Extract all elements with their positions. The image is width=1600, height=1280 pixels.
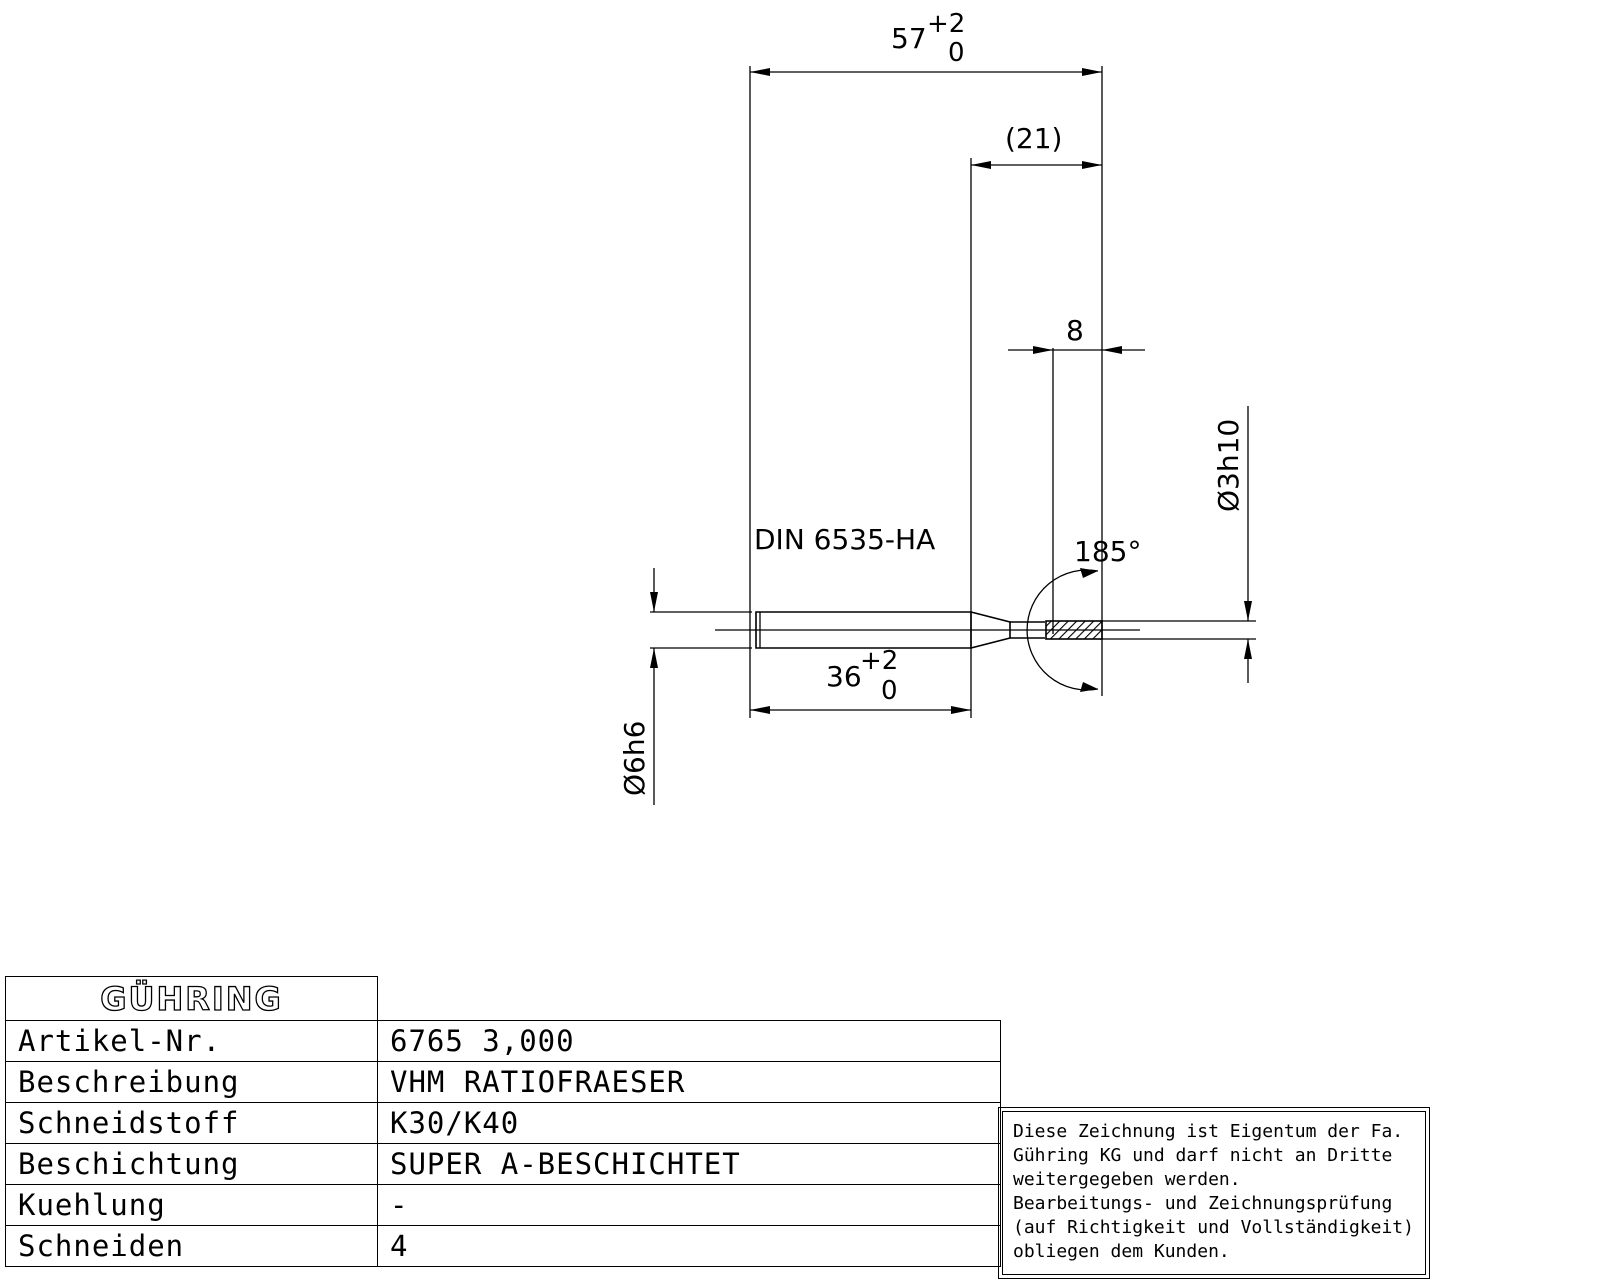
dim-cut-diameter: Ø3h10 [1212,419,1245,512]
row-label: Kuehlung [5,1184,378,1226]
arrow-cut-right [1102,346,1122,354]
arrow-angle-bottom [1080,682,1098,692]
title-block-row: Schneiden 4 [5,1225,1001,1267]
title-block-row: Artikel-Nr. 6765 3,000 [5,1020,1001,1062]
dim-cut-length: 8 [1066,314,1084,347]
row-value: 4 [377,1225,1001,1267]
arrow-neck-left [971,161,991,169]
row-value: 6765 3,000 [377,1020,1001,1062]
neck-taper [970,611,1011,649]
logo-cell: GÜHRING [5,976,378,1021]
notice-line: obliegen dem Kunden. [1013,1241,1230,1262]
arrow-neck-right [1082,161,1102,169]
row-value: VHM RATIOFRAESER [377,1061,1001,1103]
title-block: GÜHRING Artikel-Nr. 6765 3,000 Beschreib… [5,976,1001,1267]
row-label: Beschreibung [5,1061,378,1103]
notice-line: Diese Zeichnung ist Eigentum der Fa. [1013,1121,1404,1142]
arrow-angle-top [1080,568,1098,578]
title-block-row: Beschichtung SUPER A-BESCHICHTET [5,1143,1001,1185]
row-value: K30/K40 [377,1102,1001,1144]
row-value: - [377,1184,1001,1226]
dim-tip-angle: 185° [1074,535,1141,568]
arrow-cut-dia-bottom [1244,639,1252,659]
dim-overall-length: 57 [891,22,927,55]
cutting-flutes [1045,620,1103,640]
row-label: Artikel-Nr. [5,1020,378,1062]
dim-shank-length: 36 [826,660,862,693]
dim-shank-tol-lower: 0 [881,676,898,706]
dim-overall-tol-lower: 0 [948,38,965,68]
notice-line: Gühring KG und darf nicht an Dritte [1013,1145,1393,1166]
arrow-cut-left [1033,346,1053,354]
arrow-shank-dia-bottom [650,648,658,668]
notice-line: Bearbeitungs- und Zeichnungsprüfung [1013,1193,1393,1214]
arrow-overall-left [750,68,770,76]
row-label: Schneidstoff [5,1102,378,1144]
row-label: Beschichtung [5,1143,378,1185]
standard-label: DIN 6535-HA [754,523,935,556]
arrow-shank-right [951,706,971,714]
dim-shank-diameter: Ø6h6 [618,721,651,796]
title-block-logo-row: GÜHRING [5,976,1001,1021]
row-value: SUPER A-BESCHICHTET [377,1143,1001,1185]
notice-line: (auf Richtigkeit und Vollständigkeit) [1013,1217,1414,1238]
arrow-shank-dia-top [650,592,658,612]
dim-shank-tol-upper: +2 [860,646,898,676]
guehring-logo: GÜHRING [100,979,283,1018]
arrow-overall-right [1082,68,1102,76]
logo-spacer [378,977,1001,1021]
copyright-notice-box: Diese Zeichnung ist Eigentum der Fa. Güh… [998,1107,1430,1279]
title-block-row: Kuehlung - [5,1184,1001,1226]
dim-neck-length: (21) [1005,122,1062,155]
title-block-row: Beschreibung VHM RATIOFRAESER [5,1061,1001,1103]
row-label: Schneiden [5,1225,378,1267]
notice-line: weitergegeben werden. [1013,1169,1241,1190]
title-block-row: Schneidstoff K30/K40 [5,1102,1001,1144]
dim-overall-tol-upper: +2 [927,9,965,39]
arrow-shank-left [750,706,770,714]
tip-angle-arc [1026,569,1099,691]
copyright-notice: Diese Zeichnung ist Eigentum der Fa. Güh… [1002,1111,1426,1275]
arrow-cut-dia-top [1244,601,1252,621]
